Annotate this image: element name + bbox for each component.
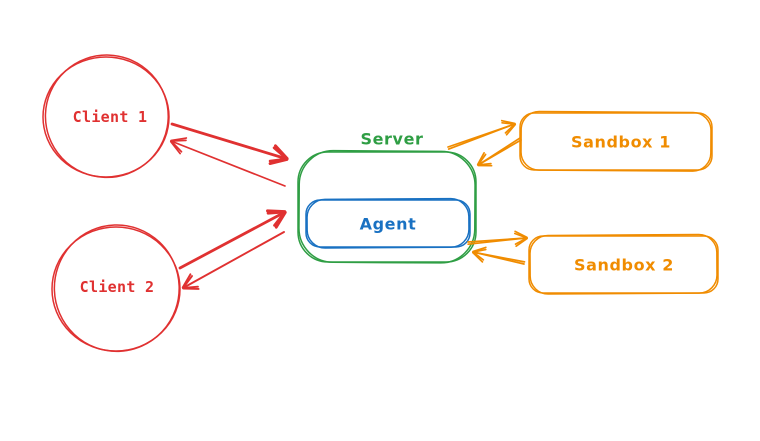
client-1-shape xyxy=(42,54,170,179)
sandbox2-to-server-arrow xyxy=(472,246,526,265)
server-to-client1-arrow xyxy=(169,137,286,187)
sandbox-2-shape xyxy=(528,233,719,295)
client1-label: Client 1 xyxy=(72,108,148,126)
server-to-client2-arrow xyxy=(181,231,285,290)
server-shape xyxy=(297,149,477,264)
client2-label: Client 2 xyxy=(79,278,155,296)
client-2-shape xyxy=(51,224,181,353)
sandbox1-label: Sandbox 1 xyxy=(570,132,672,152)
sandbox1-to-server-arrow xyxy=(476,137,522,167)
server-label: Server xyxy=(360,129,424,149)
client1-to-server-arrow xyxy=(170,122,289,166)
server-to-sandbox1-arrow xyxy=(447,119,517,150)
agent-shape xyxy=(305,197,471,249)
agent-label: Agent xyxy=(359,214,417,234)
sandbox2-label: Sandbox 2 xyxy=(573,255,675,275)
client2-to-server-arrow xyxy=(178,209,287,270)
server-to-sandbox2-arrow xyxy=(467,230,528,248)
